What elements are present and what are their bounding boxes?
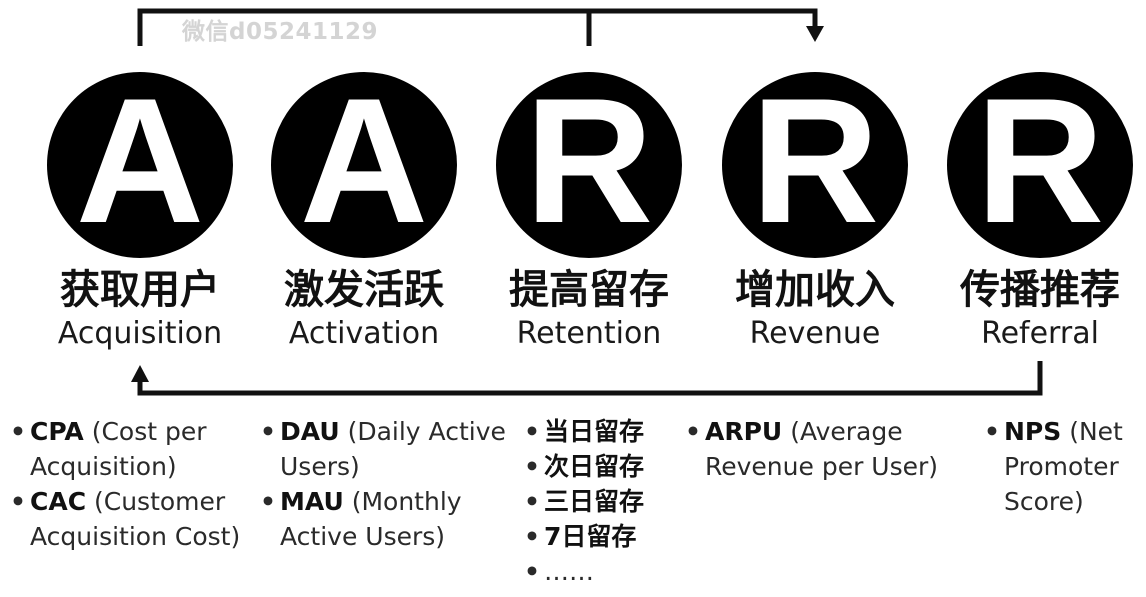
metric-term: 当日留存 — [544, 417, 645, 446]
watermark-text: 微信d05241129 — [182, 19, 378, 45]
bullet: • — [260, 487, 276, 516]
bullet: • — [10, 487, 26, 516]
metric-term: MAU — [280, 487, 344, 516]
stage-retention-title-en: Retention — [516, 316, 662, 351]
metric-desc: (Customer Acquisition Cost) — [30, 487, 241, 551]
stage-referral-title-en: Referral — [981, 316, 1099, 351]
top-arrowhead — [806, 26, 824, 42]
top-connector-line — [137, 8, 818, 46]
stage-letter: R — [524, 61, 654, 260]
metric-item: •MAU (Monthly Active Users) — [258, 484, 508, 554]
stage-referral-title-zh: 传播推荐 — [960, 267, 1120, 313]
stage-acquisition-metrics: •CPA (Cost per Acquisition) •CAC (Custom… — [8, 414, 263, 554]
stage-revenue-metrics: •ARPU (Average Revenue per User) — [683, 414, 973, 484]
metric-item: •…… — [522, 554, 682, 589]
metric-item: •NPS (Net Promoter Score) — [982, 414, 1142, 519]
stage-revenue-circle: R — [722, 72, 908, 258]
bullet: • — [524, 557, 540, 586]
metric-desc: (Net Promoter Score) — [1004, 417, 1123, 516]
metric-term: 次日留存 — [544, 452, 645, 481]
metric-term: NPS — [1004, 417, 1062, 446]
metric-desc: (Cost per Acquisition) — [30, 417, 207, 481]
bottom-arrowhead — [131, 365, 149, 382]
bullet: • — [524, 452, 540, 481]
stage-letter: A — [75, 61, 205, 260]
stage-letter: R — [750, 61, 880, 260]
metric-term: CAC — [30, 487, 87, 516]
metric-desc: (Daily Active Users) — [280, 417, 506, 481]
metric-item: •DAU (Daily Active Users) — [258, 414, 508, 484]
metric-term: ARPU — [705, 417, 783, 446]
stage-referral-metrics: •NPS (Net Promoter Score) — [982, 414, 1142, 519]
metric-desc: (Average Revenue per User) — [705, 417, 939, 481]
bullet: • — [524, 487, 540, 516]
bullet: • — [984, 417, 1000, 446]
metric-item: •CPA (Cost per Acquisition) — [8, 414, 263, 484]
metric-item: •三日留存 — [522, 484, 682, 519]
metric-item: •ARPU (Average Revenue per User) — [683, 414, 973, 484]
stage-activation-title-zh: 激发活跃 — [284, 267, 444, 313]
metric-term: 三日留存 — [544, 487, 645, 516]
bullet: • — [685, 417, 701, 446]
stage-revenue-title-en: Revenue — [749, 316, 881, 351]
stage-revenue-title-zh: 增加收入 — [735, 267, 895, 313]
bullet: • — [524, 522, 540, 551]
stage-activation-title-en: Activation — [288, 316, 440, 351]
stage-acquisition-title-zh: 获取用户 — [60, 267, 220, 313]
metric-term: 7日留存 — [544, 522, 637, 551]
metric-desc: (Monthly Active Users) — [280, 487, 462, 551]
metric-item: •当日留存 — [522, 414, 682, 449]
stage-activation-metrics: •DAU (Daily Active Users) •MAU (Monthly … — [258, 414, 508, 554]
stage-referral-circle: R — [947, 72, 1133, 258]
metric-term: CPA — [30, 417, 84, 446]
metric-term: DAU — [280, 417, 340, 446]
stage-acquisition-circle: A — [47, 72, 233, 258]
metric-item: •CAC (Customer Acquisition Cost) — [8, 484, 263, 554]
bullet: • — [524, 417, 540, 446]
bottom-connector-line — [137, 361, 1043, 396]
metric-desc: …… — [544, 557, 594, 586]
stage-letter: A — [299, 61, 429, 260]
stage-acquisition-title-en: Acquisition — [57, 316, 223, 351]
bullet: • — [260, 417, 276, 446]
metric-item: •7日留存 — [522, 519, 682, 554]
stage-retention-circle: R — [496, 72, 682, 258]
metric-item: •次日留存 — [522, 449, 682, 484]
stage-letter: R — [975, 61, 1105, 260]
bullet: • — [10, 417, 26, 446]
stage-retention-metrics: •当日留存 •次日留存 •三日留存 •7日留存 •…… — [522, 414, 682, 589]
stage-activation-circle: A — [271, 72, 457, 258]
stage-retention-title-zh: 提高留存 — [509, 267, 669, 313]
